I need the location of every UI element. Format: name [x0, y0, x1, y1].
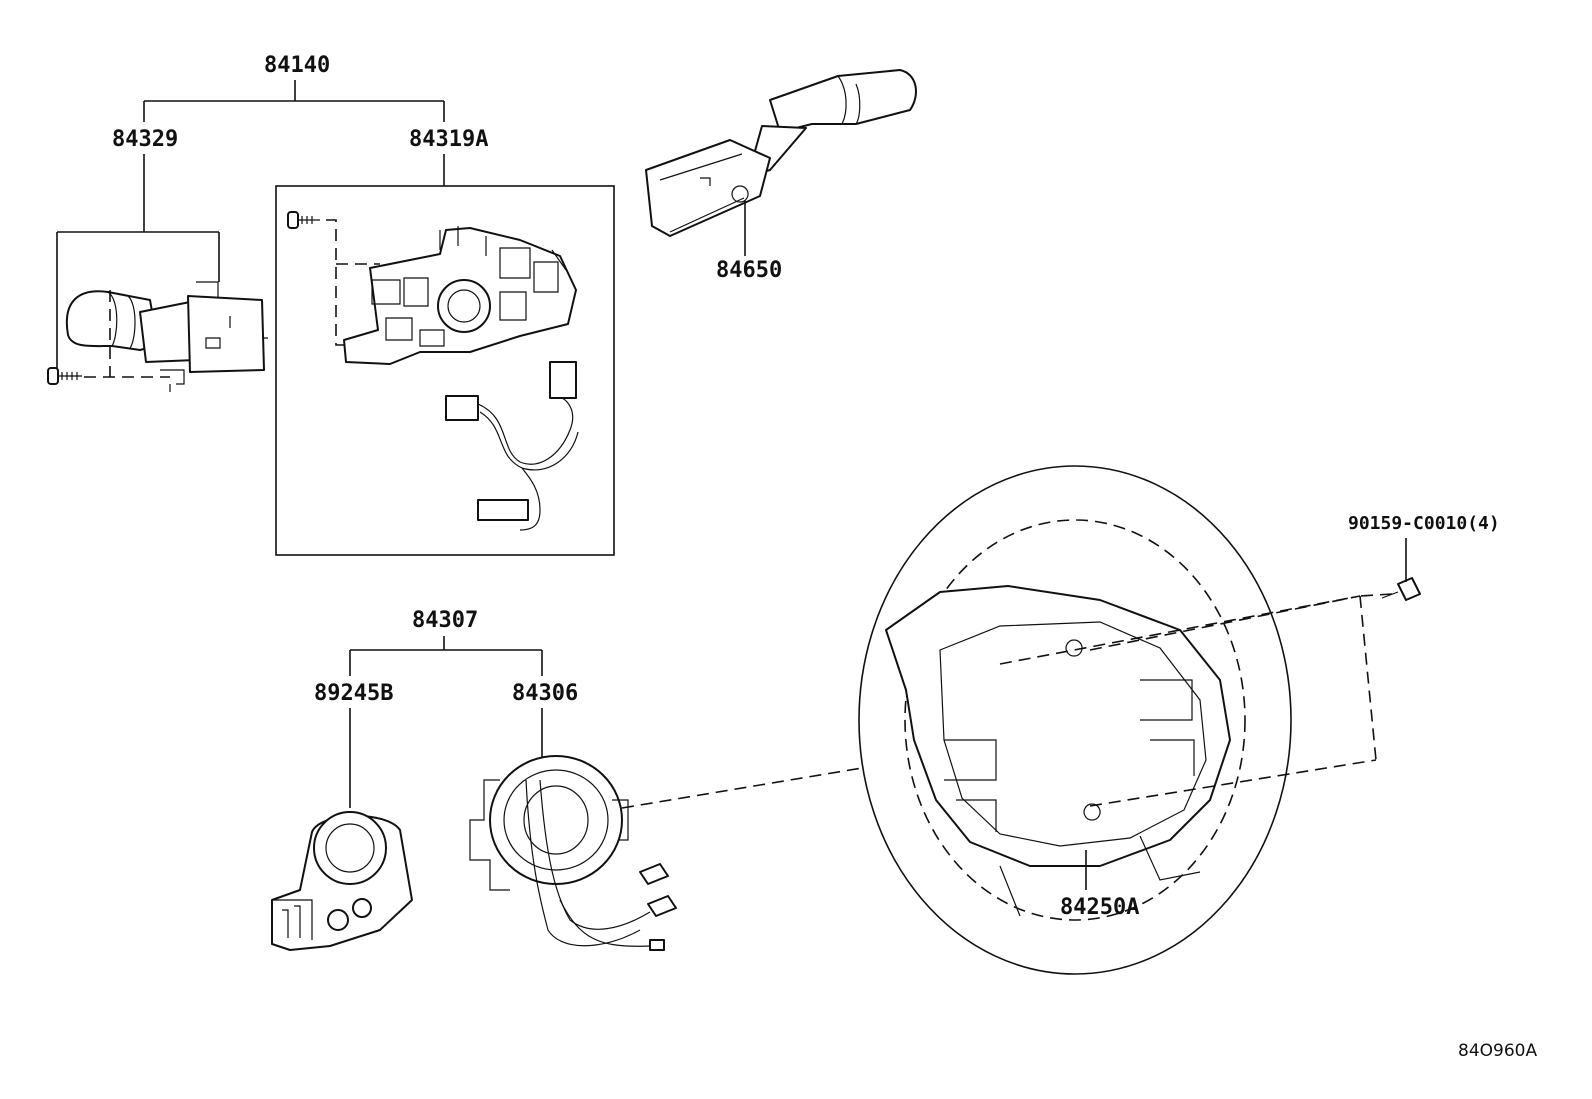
- dashed-guide: [999, 593, 1393, 807]
- label-84307: 84307: [412, 608, 478, 633]
- dashed-guide: [621, 767, 863, 809]
- label-84650: 84650: [716, 258, 782, 283]
- wiper-switch-84650: [645, 69, 917, 237]
- screw-icon: [47, 367, 82, 385]
- turn-signal-switch-84329: [65, 281, 268, 392]
- dashed-guide: [326, 219, 380, 346]
- diagram-reference-code: 84O960A: [1458, 1041, 1537, 1061]
- spiral-cable-84306: [469, 755, 677, 951]
- leader-84307: [349, 636, 543, 676]
- dashed-guide: [84, 290, 170, 378]
- screw-icon: [287, 211, 320, 229]
- leader-84329: [56, 154, 220, 368]
- bolt-icon: [1381, 577, 1421, 601]
- label-84319A: 84319A: [409, 127, 488, 152]
- label-89245B: 89245B: [314, 681, 393, 706]
- leader-84140: [143, 80, 445, 122]
- label-84250A: 84250A: [1060, 895, 1139, 920]
- label-84329: 84329: [112, 127, 178, 152]
- label-90159-C0010: 90159-C0010(4): [1348, 513, 1500, 534]
- label-84140: 84140: [264, 53, 330, 78]
- steering-wheel: [858, 465, 1292, 975]
- switch-body-84319A: [343, 226, 577, 365]
- label-84306: 84306: [512, 681, 578, 706]
- steering-sensor-89245B: [271, 811, 413, 951]
- box-84319A: [275, 185, 615, 556]
- wire-harness: [445, 361, 579, 531]
